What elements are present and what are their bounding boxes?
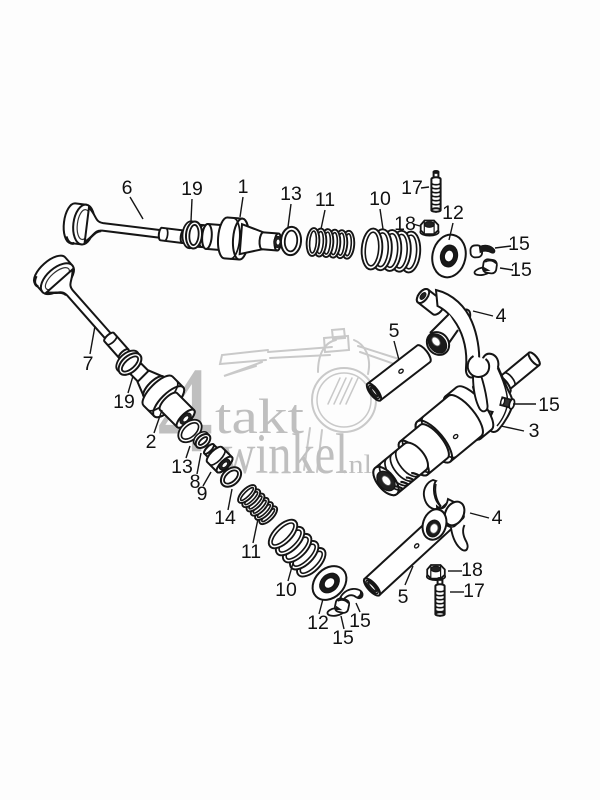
svg-text:13: 13 (171, 456, 193, 478)
svg-text:7: 7 (83, 353, 94, 375)
svg-text:8: 8 (190, 471, 201, 493)
svg-text:17: 17 (401, 177, 423, 199)
svg-text:11: 11 (241, 541, 261, 563)
svg-text:17: 17 (463, 580, 485, 602)
svg-text:takt: takt (215, 388, 304, 444)
svg-text:6: 6 (122, 177, 133, 199)
svg-text:18: 18 (461, 559, 483, 581)
svg-text:14: 14 (214, 507, 236, 529)
svg-text:11: 11 (315, 189, 335, 211)
svg-text:3: 3 (529, 420, 540, 442)
svg-text:12: 12 (307, 612, 329, 634)
svg-text:10: 10 (369, 188, 391, 210)
svg-text:15: 15 (538, 394, 560, 416)
svg-text:4: 4 (496, 305, 507, 327)
svg-text:15: 15 (510, 259, 532, 281)
svg-text:19: 19 (181, 178, 203, 200)
svg-text:15: 15 (508, 233, 530, 255)
svg-text:10: 10 (275, 579, 297, 601)
svg-text:5: 5 (398, 586, 409, 608)
svg-text:.nl: .nl (341, 450, 372, 479)
svg-text:winkel: winkel (222, 423, 348, 486)
svg-text:2: 2 (146, 431, 157, 453)
svg-text:15: 15 (332, 627, 354, 649)
svg-text:5: 5 (389, 320, 400, 342)
svg-text:12: 12 (442, 202, 464, 224)
svg-text:1: 1 (238, 176, 249, 198)
svg-text:9: 9 (197, 483, 208, 505)
svg-text:13: 13 (280, 183, 302, 205)
svg-text:4: 4 (492, 507, 503, 529)
svg-text:18: 18 (394, 213, 416, 235)
svg-text:19: 19 (113, 391, 135, 413)
svg-text:15: 15 (349, 610, 371, 632)
